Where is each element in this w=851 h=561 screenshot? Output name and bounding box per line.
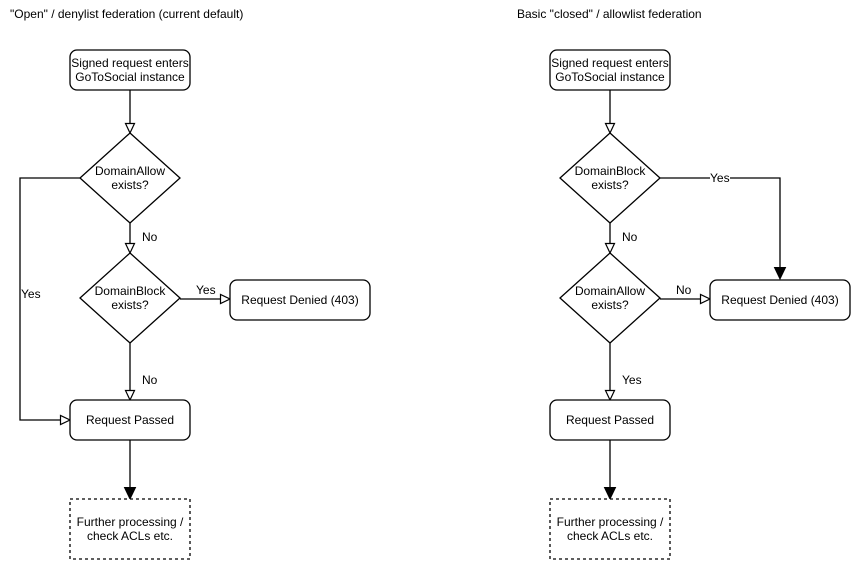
left-edge-allow-yes-to-passed [19,177,80,421]
right-passed-node-shape [549,399,671,441]
right-arrowhead-block-no-to-allow [604,242,616,255]
right-decision1-diamond-shape [559,132,661,224]
left-arrowhead-allow-no-to-block [124,242,136,255]
right-start-node-shape [549,49,671,91]
left-passed-node-shape [69,399,191,441]
left-arrowhead-block-no-to-passed [124,389,136,402]
right-decision2-diamond-shape [559,252,661,344]
left-arrowhead-start-to-allow [124,122,136,135]
left-further-node-shape [69,498,191,560]
left-chart-title: "Open" / denylist federation (current de… [10,7,244,21]
left-arrowhead-passed-to-further [123,487,137,501]
right-arrowhead-allow-yes-to-passed [604,389,616,402]
right-arrowhead-passed-to-further [603,487,617,501]
right-edge-block-yes-to-denied [660,177,781,268]
right-arrowhead-start-to-block [604,122,616,135]
left-arrowhead-allow-yes-to-passed [59,414,72,426]
right-arrowhead-allow-no-to-denied [699,293,712,305]
left-decision2-diamond-shape [79,252,181,344]
right-arrowhead-block-yes-to-denied [773,267,787,281]
left-arrowhead-block-yes-to-denied [219,293,232,305]
left-denied-node-shape [229,279,371,321]
left-decision1-diamond-shape [79,132,181,224]
right-flowchart-shapes [549,49,851,560]
right-further-node-shape [549,498,671,560]
right-chart-title: Basic "closed" / allowlist federation [517,7,702,21]
left-start-node-shape [69,49,191,91]
left-flowchart-shapes [19,49,371,560]
right-denied-node-shape [709,279,851,321]
